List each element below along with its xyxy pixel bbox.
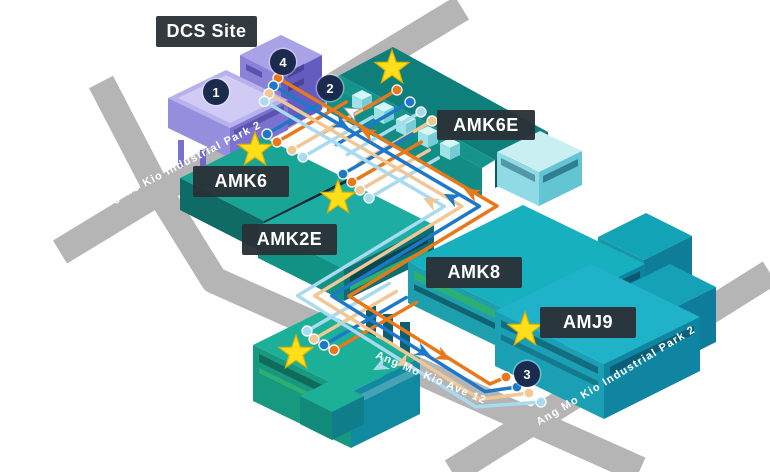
flow-arrow-orange [359,128,378,143]
building-label-amk6e: AMK6E [437,110,535,140]
star-icon [277,333,315,370]
step-badge-2: 2 [317,75,343,101]
step-badge-3: 3 [514,361,540,387]
flow-arrow-white [342,107,364,124]
star-icon [506,310,544,347]
flow-arrow-orange [433,346,452,361]
building-label-amj9: AMJ9 [540,307,636,338]
building-label-amk8: AMK8 [426,257,522,288]
flow-arrow-pale [372,356,391,371]
step-badge-4: 4 [270,49,296,75]
star-icon [236,130,274,167]
flow-arrow-blue [413,342,432,357]
building-label-amk6: AMK6 [193,166,289,197]
flow-arrow-orange [463,188,482,203]
flow-arrow-blue [443,193,462,208]
star-icon [373,48,411,85]
building-label-dcs-site: DCS Site [156,16,257,47]
building-label-amk2e: AMK2E [242,224,337,255]
flow-arrow-tan [395,352,414,367]
flow-arrow-blue [331,114,350,129]
step-badge-1: 1 [203,79,229,105]
flow-arrow-tan [422,197,441,212]
star-icon [319,178,357,215]
